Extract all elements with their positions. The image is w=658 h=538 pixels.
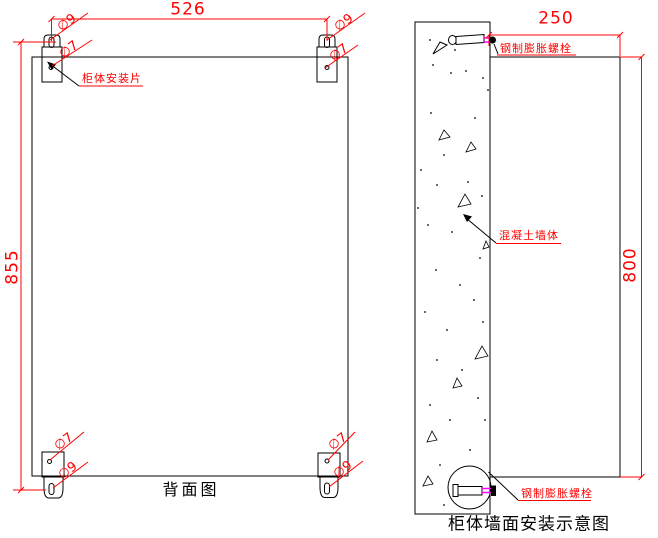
- back-view: [31, 34, 349, 499]
- top-bolt-label: 钢制膨胀螺栓: [500, 42, 572, 55]
- hole-callout-leaders: [49, 12, 366, 489]
- mounting-tab-bottom-left: [41, 451, 65, 499]
- screw-hole: [47, 459, 52, 464]
- leader-arrowhead: [463, 214, 472, 222]
- dim-250-value: 250: [538, 8, 574, 29]
- cabinet-side-outline: [490, 56, 621, 478]
- dim-526: [48, 15, 331, 41]
- tab-label: 柜体安装片: [82, 72, 142, 85]
- wall-label: 混凝土墙体: [499, 229, 559, 242]
- bottom-bolt-detail: [447, 465, 519, 510]
- tab-label-leader: [47, 61, 80, 87]
- slot-hole: [324, 482, 330, 495]
- back-view-title: 背面图: [162, 480, 220, 499]
- dim-526-value: 526: [170, 0, 206, 20]
- bottom-bolt-label: 钢制膨胀螺栓: [521, 487, 593, 500]
- dim-800-value: 800: [620, 247, 641, 283]
- concrete-texture: [417, 36, 490, 506]
- dim-800: [620, 53, 645, 481]
- slot-hole: [48, 483, 55, 495]
- dim-855-value: 855: [2, 249, 23, 285]
- installation-view-title: 柜体墙面安装示意图: [448, 514, 610, 535]
- bolt-head: [491, 485, 496, 496]
- mounting-tab-bottom-right: [317, 452, 341, 498]
- back-view-dimensions: [13, 12, 366, 494]
- top-expansion-bolt: [432, 33, 499, 55]
- wall-outline: [414, 21, 491, 515]
- installation-view: [414, 21, 621, 515]
- dim-250: [485, 31, 624, 56]
- cabinet-outline: [31, 56, 349, 477]
- dim-855: [13, 38, 56, 494]
- concrete-dots: [417, 36, 489, 506]
- bolt-head: [489, 36, 496, 44]
- wall-label-leader: [463, 214, 497, 244]
- screw-hole: [324, 458, 330, 464]
- installation-dimensions: [485, 31, 645, 501]
